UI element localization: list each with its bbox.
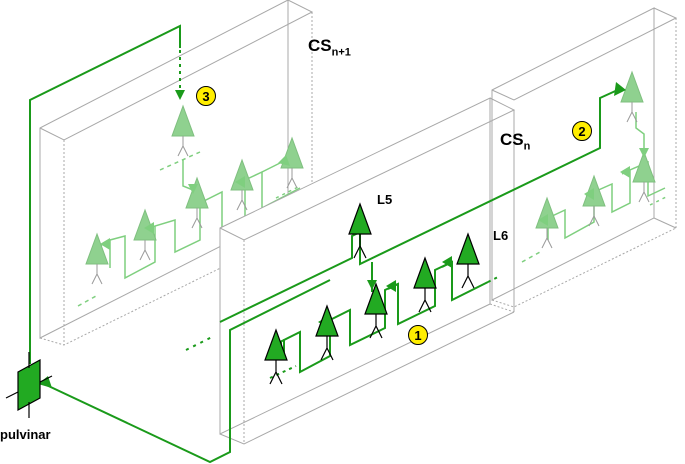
layer-label-l6: L6 [493, 228, 509, 243]
panel-front [219, 97, 516, 445]
pulvinar-nucleus [5, 352, 53, 418]
step-badge-2: 2 [572, 121, 592, 141]
pulvinar-label: pulvinar [0, 427, 51, 442]
panel-cs-n [491, 7, 678, 308]
step-badge-3: 3 [196, 86, 216, 106]
cs-n-front-neurons [264, 202, 480, 385]
area-label-cs-n: CSn [500, 130, 531, 153]
area-label-cs-n-plus-1: CSn+1 [308, 36, 351, 59]
neuron-back-dendrites [91, 136, 298, 285]
layer-label-l5: L5 [377, 192, 393, 207]
step-badge-1: 1 [408, 325, 428, 345]
arrowheads-back [100, 148, 649, 250]
